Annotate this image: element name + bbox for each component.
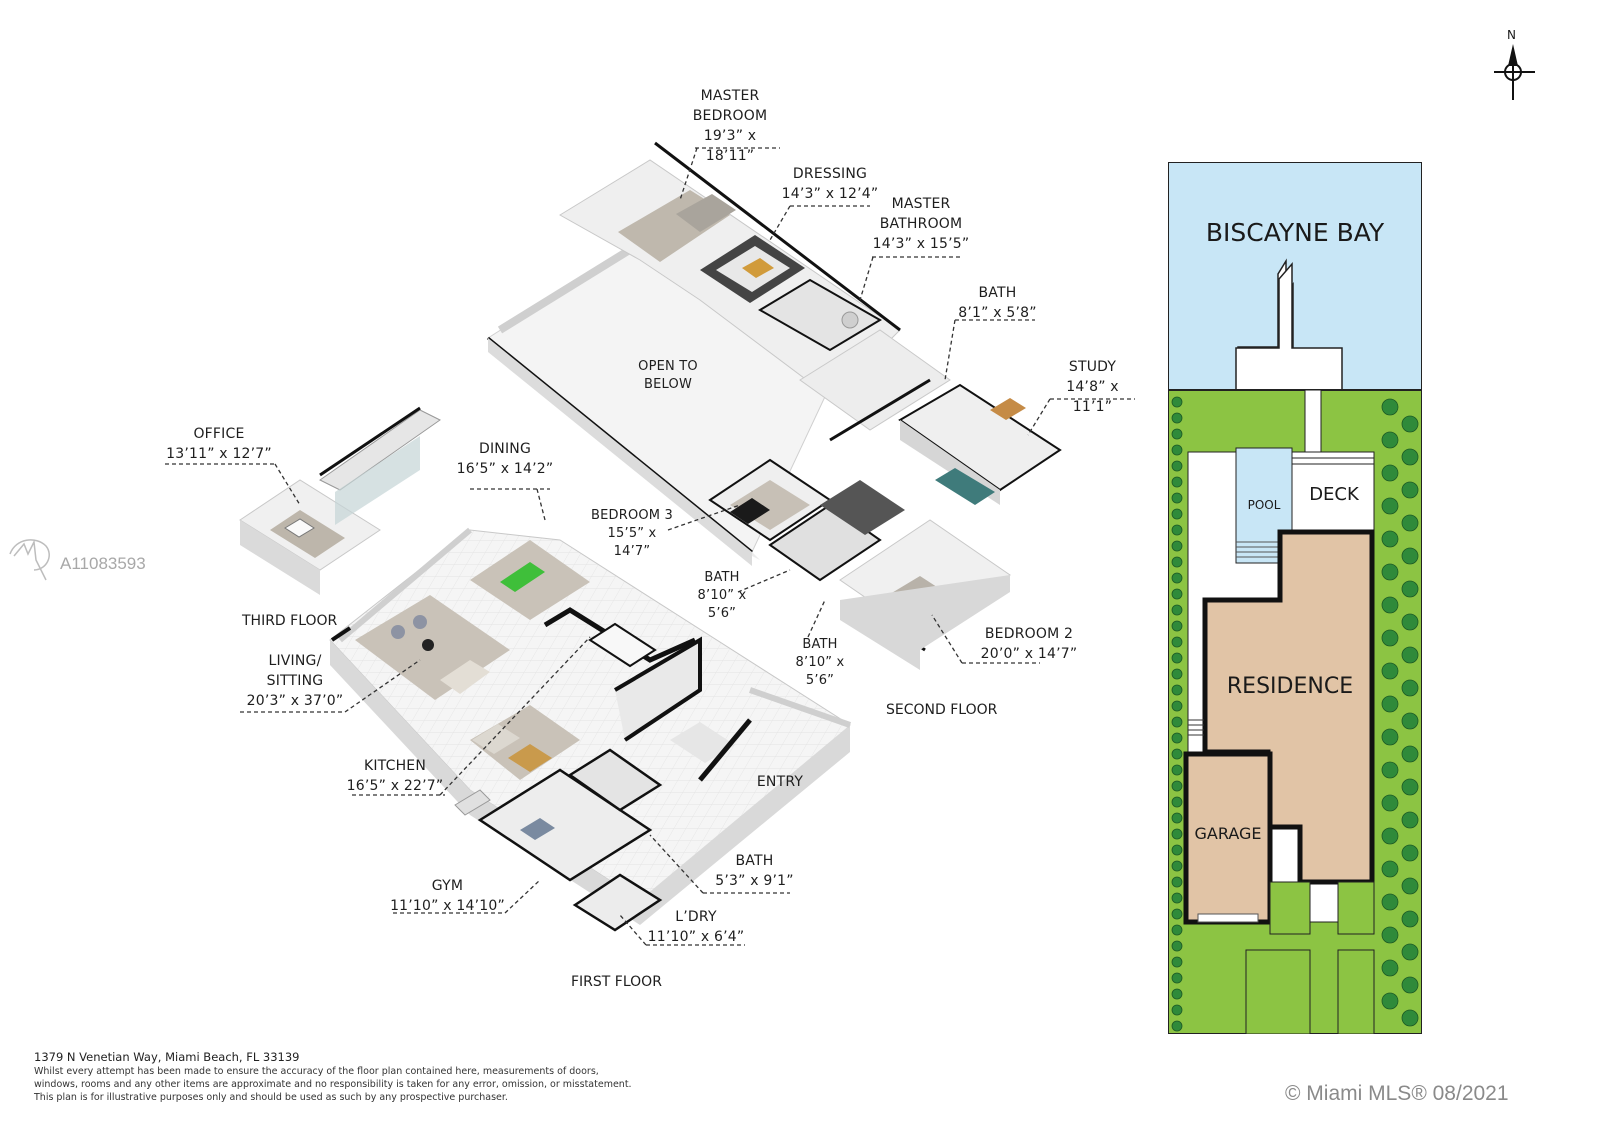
first-floor (329, 527, 851, 932)
garage-footprint (1183, 751, 1273, 925)
room-dimensions: 8’10” x 5’6” (697, 588, 747, 621)
room-name: BEDROOM (692, 108, 768, 124)
third-floor-office (239, 406, 441, 595)
room-dimensions: 11’10” x 6’4” (647, 929, 745, 945)
hedge-left (1171, 396, 1183, 1032)
site-label-deck: DECK (1309, 484, 1359, 505)
room-name: BEDROOM 2 (984, 626, 1074, 642)
study-room (898, 383, 1062, 505)
room-name: DRESSING (792, 166, 868, 182)
room-name: BATH (735, 853, 774, 869)
area-name: BELOW (644, 377, 692, 392)
room-dimensions: 15’5” x 14’7” (607, 526, 657, 559)
area-name: OPEN TO (638, 359, 698, 374)
label-bedroom-2: BEDROOM 2 20’0” x 14’7” (980, 624, 1078, 664)
floor-label-second: SECOND FLOOR (886, 702, 998, 718)
site-label-pool: POOL (1247, 498, 1281, 512)
room-dimensions: 19’3” x 18’11” (703, 128, 757, 164)
label-office: OFFICE 13’11” x 12’7” (163, 424, 275, 464)
floor-plan-drawing (165, 141, 1135, 946)
room-name: STUDY (1068, 359, 1117, 375)
leader-lines (165, 147, 1135, 946)
floor-label-third: THIRD FLOOR (242, 613, 338, 629)
room-name: LIVING/ (268, 653, 322, 669)
label-bedroom-3: BEDROOM 3 15’5” x 14’7” (588, 507, 676, 561)
room-dimensions: 16’5” x 14’2” (456, 461, 554, 477)
room-dimensions: 16’5” x 22’7” (346, 778, 444, 794)
room-name: BATH (978, 285, 1017, 301)
room-name: KITCHEN (363, 758, 427, 774)
label-open-to-below: OPEN TO BELOW (628, 358, 708, 394)
room-dimensions: 14’3” x 12’4” (781, 186, 879, 202)
room-name: DINING (478, 441, 532, 457)
label-living-sitting: LIVING/ SITTING 20’3” x 37’0” (240, 651, 350, 711)
site-label-residence: RESIDENCE (1226, 674, 1354, 699)
label-study: STUDY 14’8” x 11’1” (1045, 357, 1140, 417)
room-dimensions: 20’0” x 14’7” (980, 646, 1078, 662)
room-name: ENTRY (756, 774, 804, 790)
room-name: L’DRY (675, 909, 717, 925)
room-dimensions: 8’1” x 5’8” (958, 305, 1037, 321)
disclaimer-line: windows, rooms and any other items are a… (34, 1079, 632, 1090)
bedrooms-wing (708, 458, 1011, 670)
label-entry: ENTRY (750, 772, 810, 792)
label-bath-first: BATH 5’3” x 9’1” (712, 851, 797, 891)
disclaimer-line: This plan is for illustrative purposes o… (34, 1092, 508, 1103)
compass-label: N (1507, 28, 1516, 42)
disclaimer-line: Whilst every attempt has been made to en… (34, 1066, 599, 1077)
label-bath-bedroom2: BATH 8’10” x 5’6” (782, 636, 858, 690)
room-dimensions: 14’3” x 15’5” (872, 236, 970, 252)
room-dimensions: 13’11” x 12’7” (166, 446, 272, 462)
label-master-bathroom: MASTER BATHROOM 14’3” x 15’5” (866, 194, 976, 254)
room-dimensions: 20’3” x 37’0” (246, 693, 344, 709)
disclaimer: Whilst every attempt has been made to en… (34, 1065, 694, 1104)
mls-listing-id: A11083593 (60, 554, 146, 573)
room-dimensions: 8’10” x 5’6” (795, 655, 845, 688)
site-plan: BISCAYNE BAY POOL DECK RESIDENCE GARAGE (1168, 162, 1422, 1034)
room-name: MASTER (700, 88, 760, 104)
room-name: BATH (704, 570, 740, 585)
room-name: OFFICE (193, 426, 245, 442)
property-address: 1379 N Venetian Way, Miami Beach, FL 331… (34, 1050, 300, 1064)
room-name: BEDROOM 3 (590, 508, 674, 523)
miami-mls-logo-icon (6, 530, 56, 582)
room-dimensions: 14’8” x 11’1” (1066, 379, 1119, 415)
copyright-notice: © Miami MLS® 08/2021 (1285, 1082, 1509, 1105)
label-gym: GYM 11’10” x 14’10” (390, 876, 505, 916)
label-dining: DINING 16’5” x 14’2” (455, 439, 555, 479)
room-dimensions: 11’10” x 14’10” (390, 898, 505, 914)
trees-right (1381, 398, 1419, 1027)
label-dressing: DRESSING 14’3” x 12’4” (780, 164, 880, 204)
label-bath-upper: BATH 8’1” x 5’8” (955, 283, 1040, 323)
master-suite (559, 141, 901, 391)
room-name: BATH (802, 637, 838, 652)
room-name: MASTER (891, 196, 951, 212)
site-label-garage: GARAGE (1194, 824, 1262, 843)
floor-label-first: FIRST FLOOR (571, 974, 662, 990)
label-laundry: L’DRY 11’10” x 6’4” (642, 907, 750, 947)
room-name: BATHROOM (879, 216, 963, 232)
room-name: GYM (431, 878, 464, 894)
site-label-bay: BISCAYNE BAY (1205, 218, 1385, 247)
label-kitchen: KITCHEN 16’5” x 22’7” (345, 756, 445, 796)
second-floor-hall (799, 329, 951, 442)
room-name: SITTING (266, 673, 324, 689)
room-dimensions: 5’3” x 9’1” (715, 873, 794, 889)
north-arrow-icon: N (1480, 28, 1550, 103)
label-bath-bedroom3: BATH 8’10” x 5’6” (684, 569, 760, 623)
label-master-bedroom: MASTER BEDROOM 19’3” x 18’11” (680, 86, 780, 166)
